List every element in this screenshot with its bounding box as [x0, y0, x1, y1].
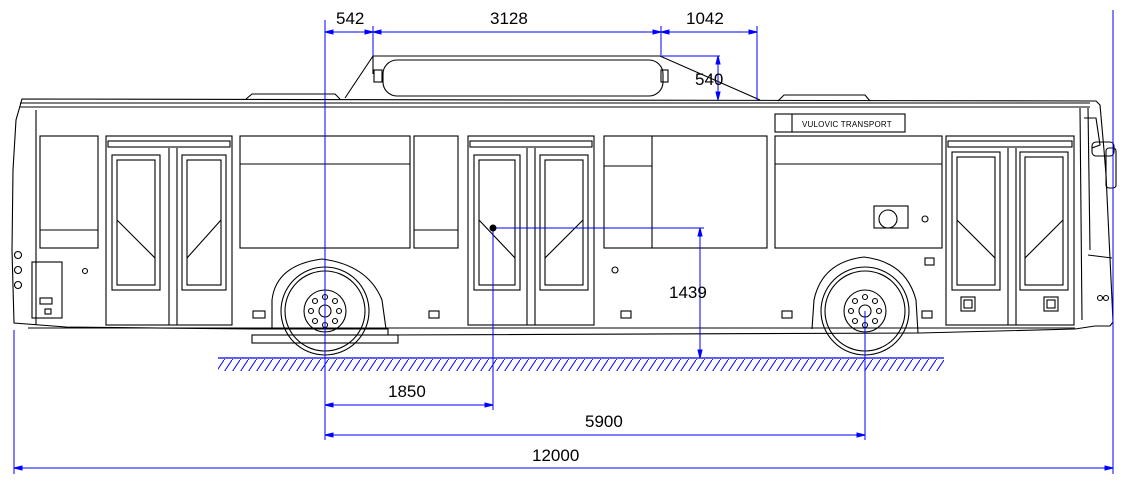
- operator-label: VULOVIC TRANSPORT: [802, 120, 892, 129]
- roof-gas-tank: [344, 55, 761, 101]
- dim-door-height: 1439: [669, 283, 707, 302]
- dim-wheelbase: 5900: [585, 412, 623, 431]
- dim-tank-height: 540: [695, 70, 723, 89]
- dimension-lines: [13, 10, 1114, 474]
- ground: [218, 357, 944, 371]
- dim-tank-front-offset: 542: [336, 9, 364, 28]
- dim-front-axle-to-door: 1850: [388, 382, 426, 401]
- dim-tank-length: 3128: [490, 9, 528, 28]
- dim-overall-length: 12000: [532, 446, 579, 465]
- reference-point-marker: [489, 224, 497, 232]
- bus-body: [11, 93, 1117, 344]
- dim-tank-rear-offset: 1042: [686, 9, 724, 28]
